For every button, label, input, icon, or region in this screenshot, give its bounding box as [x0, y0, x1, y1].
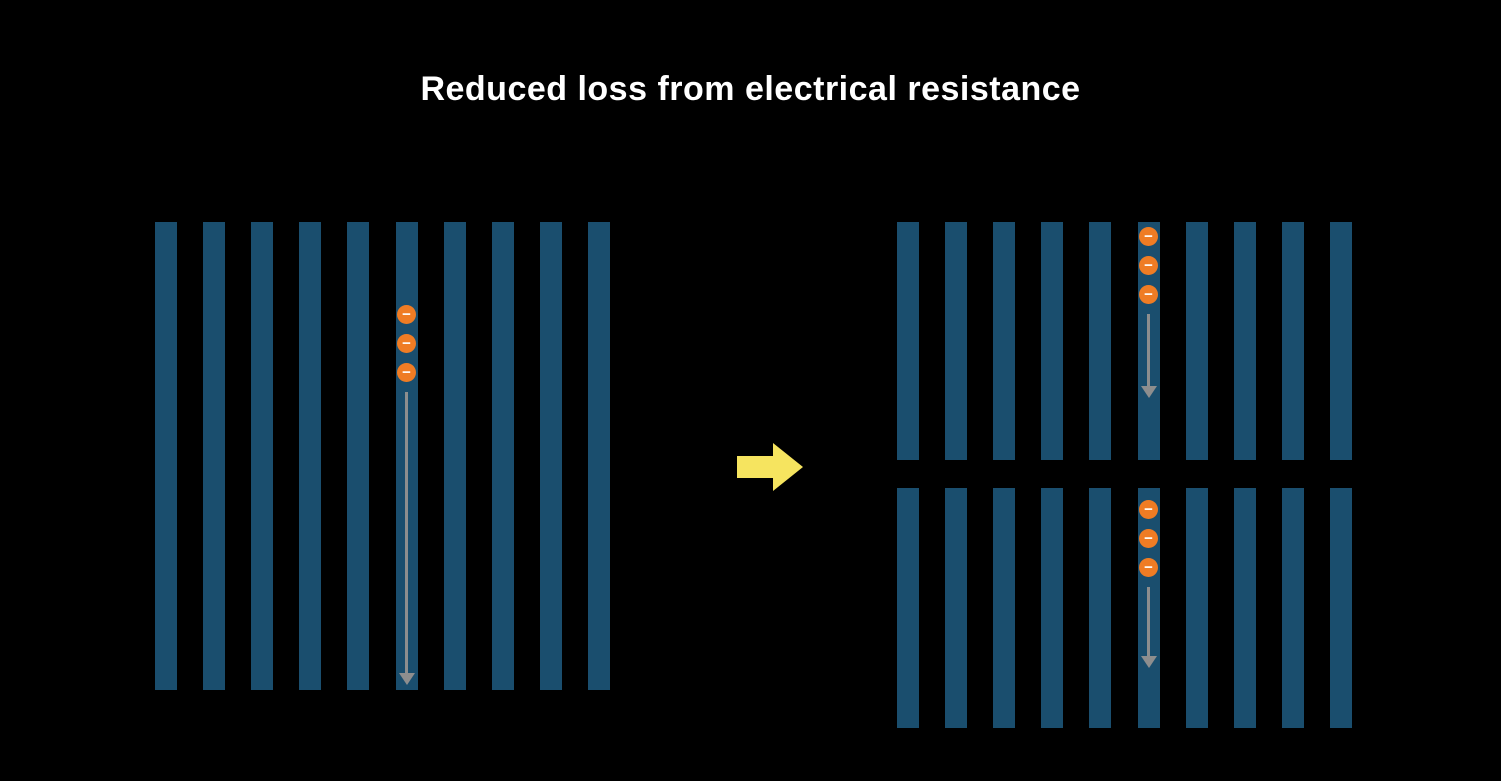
electrode-bar: [1281, 488, 1304, 728]
electron-icon: −: [397, 363, 417, 382]
electrode-bar: [347, 222, 370, 690]
current-flow-arrow-line: [405, 392, 409, 673]
electrode-bar: [1329, 488, 1352, 728]
electrode-bar: [1041, 222, 1064, 460]
electrode-group-top: − − −: [897, 222, 1352, 460]
electron-flow-overlay: − − −: [1137, 500, 1161, 668]
electron-icon: −: [397, 305, 417, 324]
electrode-bar: − − −: [1137, 488, 1161, 728]
electron-icon: −: [1139, 529, 1159, 548]
current-flow-arrow-line: [1147, 314, 1151, 386]
electrode-bar: [539, 222, 562, 690]
electron-flow-overlay: − − −: [1137, 227, 1161, 398]
electrode-bar: [945, 222, 968, 460]
electrode-bar: [1089, 222, 1112, 460]
electron-icon: −: [1139, 227, 1159, 246]
electrode-bar: [1185, 222, 1208, 460]
current-flow-arrow-line: [1147, 587, 1151, 656]
electron-icon: −: [1139, 256, 1159, 275]
electrode-bar: [251, 222, 274, 690]
electrode-bar: [945, 488, 968, 728]
electrode-bar: − − −: [395, 222, 419, 690]
electrode-bar: [587, 222, 610, 690]
electron-icon: −: [1139, 285, 1159, 304]
electrode-bar: [155, 222, 177, 690]
diagram-title: Reduced loss from electrical resistance: [420, 70, 1081, 108]
transform-arrow-icon: [737, 443, 803, 491]
current-flow-arrow-head: [1140, 656, 1157, 668]
electrode-bar: [1233, 222, 1256, 460]
electrode-bar: [1185, 488, 1208, 728]
electrode-bar: [897, 488, 919, 728]
electrode-bar: [491, 222, 514, 690]
electron-icon: −: [1139, 558, 1159, 577]
electrode-bar: [1041, 488, 1064, 728]
current-flow-arrow-head: [398, 673, 415, 685]
electrode-bar: − − −: [1137, 222, 1161, 460]
electrode-bar: [1089, 488, 1112, 728]
electrode-bar: [1233, 488, 1256, 728]
electron-icon: −: [1139, 500, 1159, 519]
electrode-bar: [203, 222, 226, 690]
electrode-bar: [993, 488, 1016, 728]
electrode-bar: [1329, 222, 1352, 460]
electrode-bar: [1281, 222, 1304, 460]
electron-flow-overlay: − − −: [395, 305, 419, 685]
electrode-group-single: − − −: [155, 222, 610, 690]
electrode-bar: [993, 222, 1016, 460]
electrode-bar: [299, 222, 322, 690]
current-flow-arrow-head: [1140, 386, 1157, 398]
electrode-bar: [897, 222, 919, 460]
electrode-group-bottom: − − −: [897, 488, 1352, 728]
electron-icon: −: [397, 334, 417, 353]
electrode-bar: [443, 222, 466, 690]
